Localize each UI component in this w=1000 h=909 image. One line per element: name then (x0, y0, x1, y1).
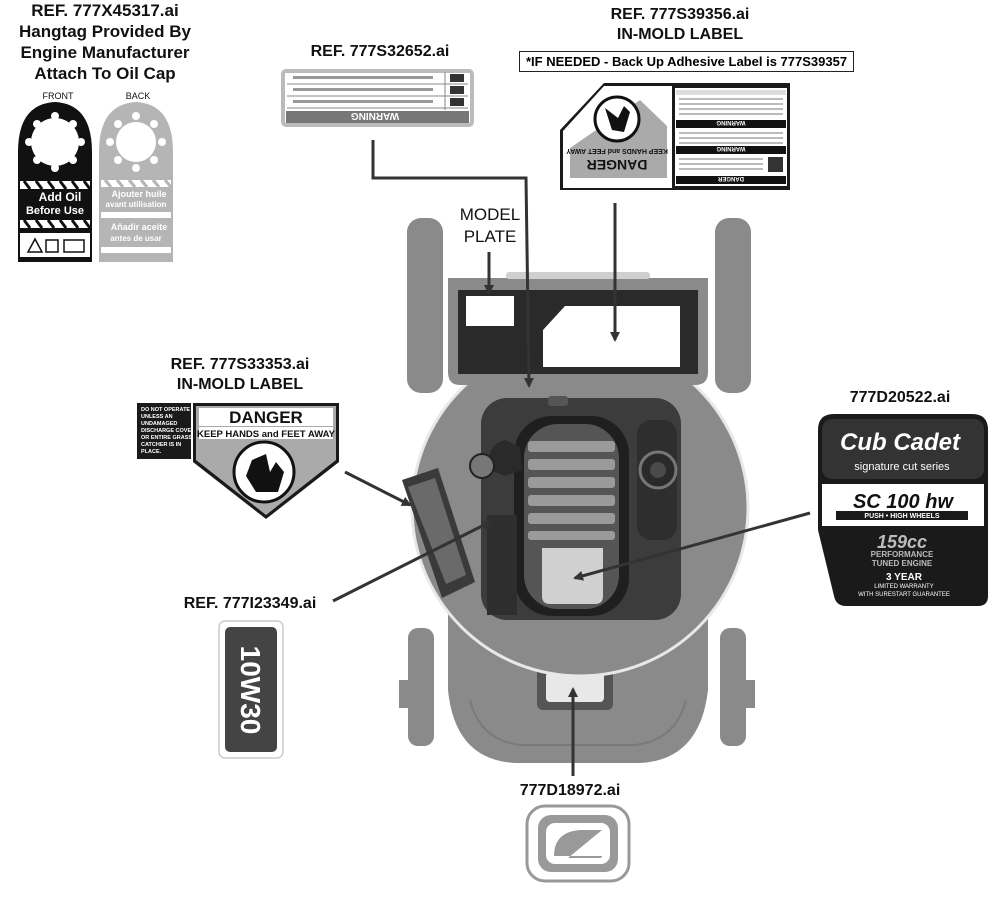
svg-text:OR ENTIRE GRASS: OR ENTIRE GRASS (141, 435, 192, 441)
danger-top-danger-2: DANGER (717, 175, 744, 181)
svg-text:CATCHER IS IN: CATCHER IS IN (141, 442, 181, 448)
engine-brand-plate (542, 548, 603, 604)
leader-lines (332, 140, 811, 776)
hangtag-back-line-1: Ajouter huile (111, 189, 166, 199)
right-rear-wheel (715, 218, 751, 393)
model-name: SC 100 hw (853, 491, 954, 513)
hangtag-desc-2: Engine Manufacturer (20, 43, 190, 62)
model-plate-line-1: MODEL (459, 205, 521, 224)
backup-adhesive-note: *IF NEEDED - Back Up Adhesive Label is 7… (519, 51, 855, 72)
brand-label: Cub Cadet signature cut series SC 100 hw… (818, 414, 988, 606)
danger-left-subtitle: KEEP HANDS and FEET AWAY (197, 429, 336, 440)
model-subtitle: PUSH • HIGH WHEELS (864, 513, 940, 520)
mower-body (399, 218, 755, 763)
danger-top-label: DANGER KEEP HANDS and FEET AWAY WARNING … (560, 83, 790, 190)
warranty-line-1: 3 YEAR (886, 572, 923, 583)
leader-inmold-left (344, 470, 412, 507)
svg-text:UNLESS AN: UNLESS AN (141, 414, 173, 420)
hangtag-desc-1: Hangtag Provided By (19, 22, 191, 41)
brand-name: Cub Cadet (840, 429, 961, 456)
engine-cc: 159cc (877, 532, 927, 552)
oil-label-ref: REF. 777I23349.ai (183, 595, 317, 612)
hangtag-back-line-4: antes de usar (110, 234, 162, 243)
warranty-line-3: WITH SURESTART GUARANTEE (858, 592, 950, 598)
hangtag-back-line-3: Añadir aceite (111, 222, 168, 232)
warranty-line-2: LIMITED WARRANTY (874, 584, 933, 590)
model-plate-line-2: PLATE (463, 227, 517, 246)
engine-line-1: PERFORMANCE (871, 550, 934, 559)
warning-label: WARNING (281, 69, 474, 127)
oil-label-text: 10W30 (235, 646, 266, 735)
svg-text:UNDAMAGED: UNDAMAGED (141, 421, 177, 427)
hangtag-front: Add Oil Before Use (18, 102, 92, 262)
back-caption: BACK (125, 91, 151, 101)
danger-left-side-text: DO NOT OPERATE UNLESS AN UNDAMAGED DISCH… (141, 407, 195, 455)
danger-left-title: DANGER (229, 408, 303, 427)
left-rear-wheel (407, 218, 443, 393)
inmold-left-title: REF. 777S33353.ai IN-MOLD LABEL (140, 355, 340, 395)
danger-top-warning-2: WARNING (716, 145, 745, 151)
hangtag-desc-3: Attach To Oil Cap (34, 64, 176, 83)
danger-top-title: DANGER (587, 157, 648, 173)
cub-cadet-logo-icon (554, 830, 602, 858)
inmold-top-ref: REF. 777S39356.ai (610, 6, 750, 23)
danger-top-warning-1: WARNING (716, 119, 745, 125)
brand-series: signature cut series (854, 461, 950, 473)
leader-warning-label (371, 140, 534, 388)
leader-oil-label (332, 520, 492, 603)
inmold-top-sub: IN-MOLD LABEL (616, 26, 744, 43)
model-plate-caption: MODEL PLATE (440, 204, 540, 248)
left-front-wheel (408, 628, 434, 746)
svg-text:PLACE.: PLACE. (141, 449, 162, 455)
inmold-left-sub: IN-MOLD LABEL (176, 376, 304, 393)
hangtag-ref: REF. 777X45317.ai (31, 1, 179, 20)
filter-slats (528, 441, 615, 540)
inmold-label-area (543, 306, 680, 367)
leader-brand-label (573, 511, 811, 581)
oil-label: 10W30 (218, 620, 284, 759)
logo-label-ref: 777D18972.ai (519, 782, 621, 799)
model-plate (466, 296, 514, 326)
inmold-left-ref: REF. 777S33353.ai (170, 356, 310, 373)
hangtag-front-line-1: Add Oil (39, 190, 82, 204)
hangtag-back-line-2: avant utilisation (106, 200, 167, 209)
hangtag-ref-title: REF. 777X45317.ai Hangtag Provided By En… (0, 0, 210, 84)
hangtag-front-line-2: Before Use (26, 205, 84, 217)
warning-label-title: WARNING (351, 110, 400, 121)
svg-text:DISCHARGE COVER: DISCHARGE COVER (141, 428, 195, 434)
engine-line-2: TUNED ENGINE (872, 559, 933, 568)
danger-left-label: DO NOT OPERATE UNLESS AN UNDAMAGED DISCH… (137, 403, 339, 519)
danger-top-subtitle: KEEP HANDS and FEET AWAY (566, 147, 668, 154)
warning-label-ref: REF. 777S32652.ai (310, 43, 450, 60)
logo-label (525, 804, 631, 883)
front-caption: FRONT (42, 91, 74, 101)
right-front-wheel (720, 628, 746, 746)
hangtag-back: Ajouter huile avant utilisation Añadir a… (99, 102, 173, 262)
brand-label-ref: 777D20522.ai (849, 389, 951, 406)
svg-text:DO NOT OPERATE: DO NOT OPERATE (141, 407, 190, 413)
oil-cap (469, 453, 495, 479)
inmold-top-title: REF. 777S39356.ai IN-MOLD LABEL (560, 5, 800, 45)
